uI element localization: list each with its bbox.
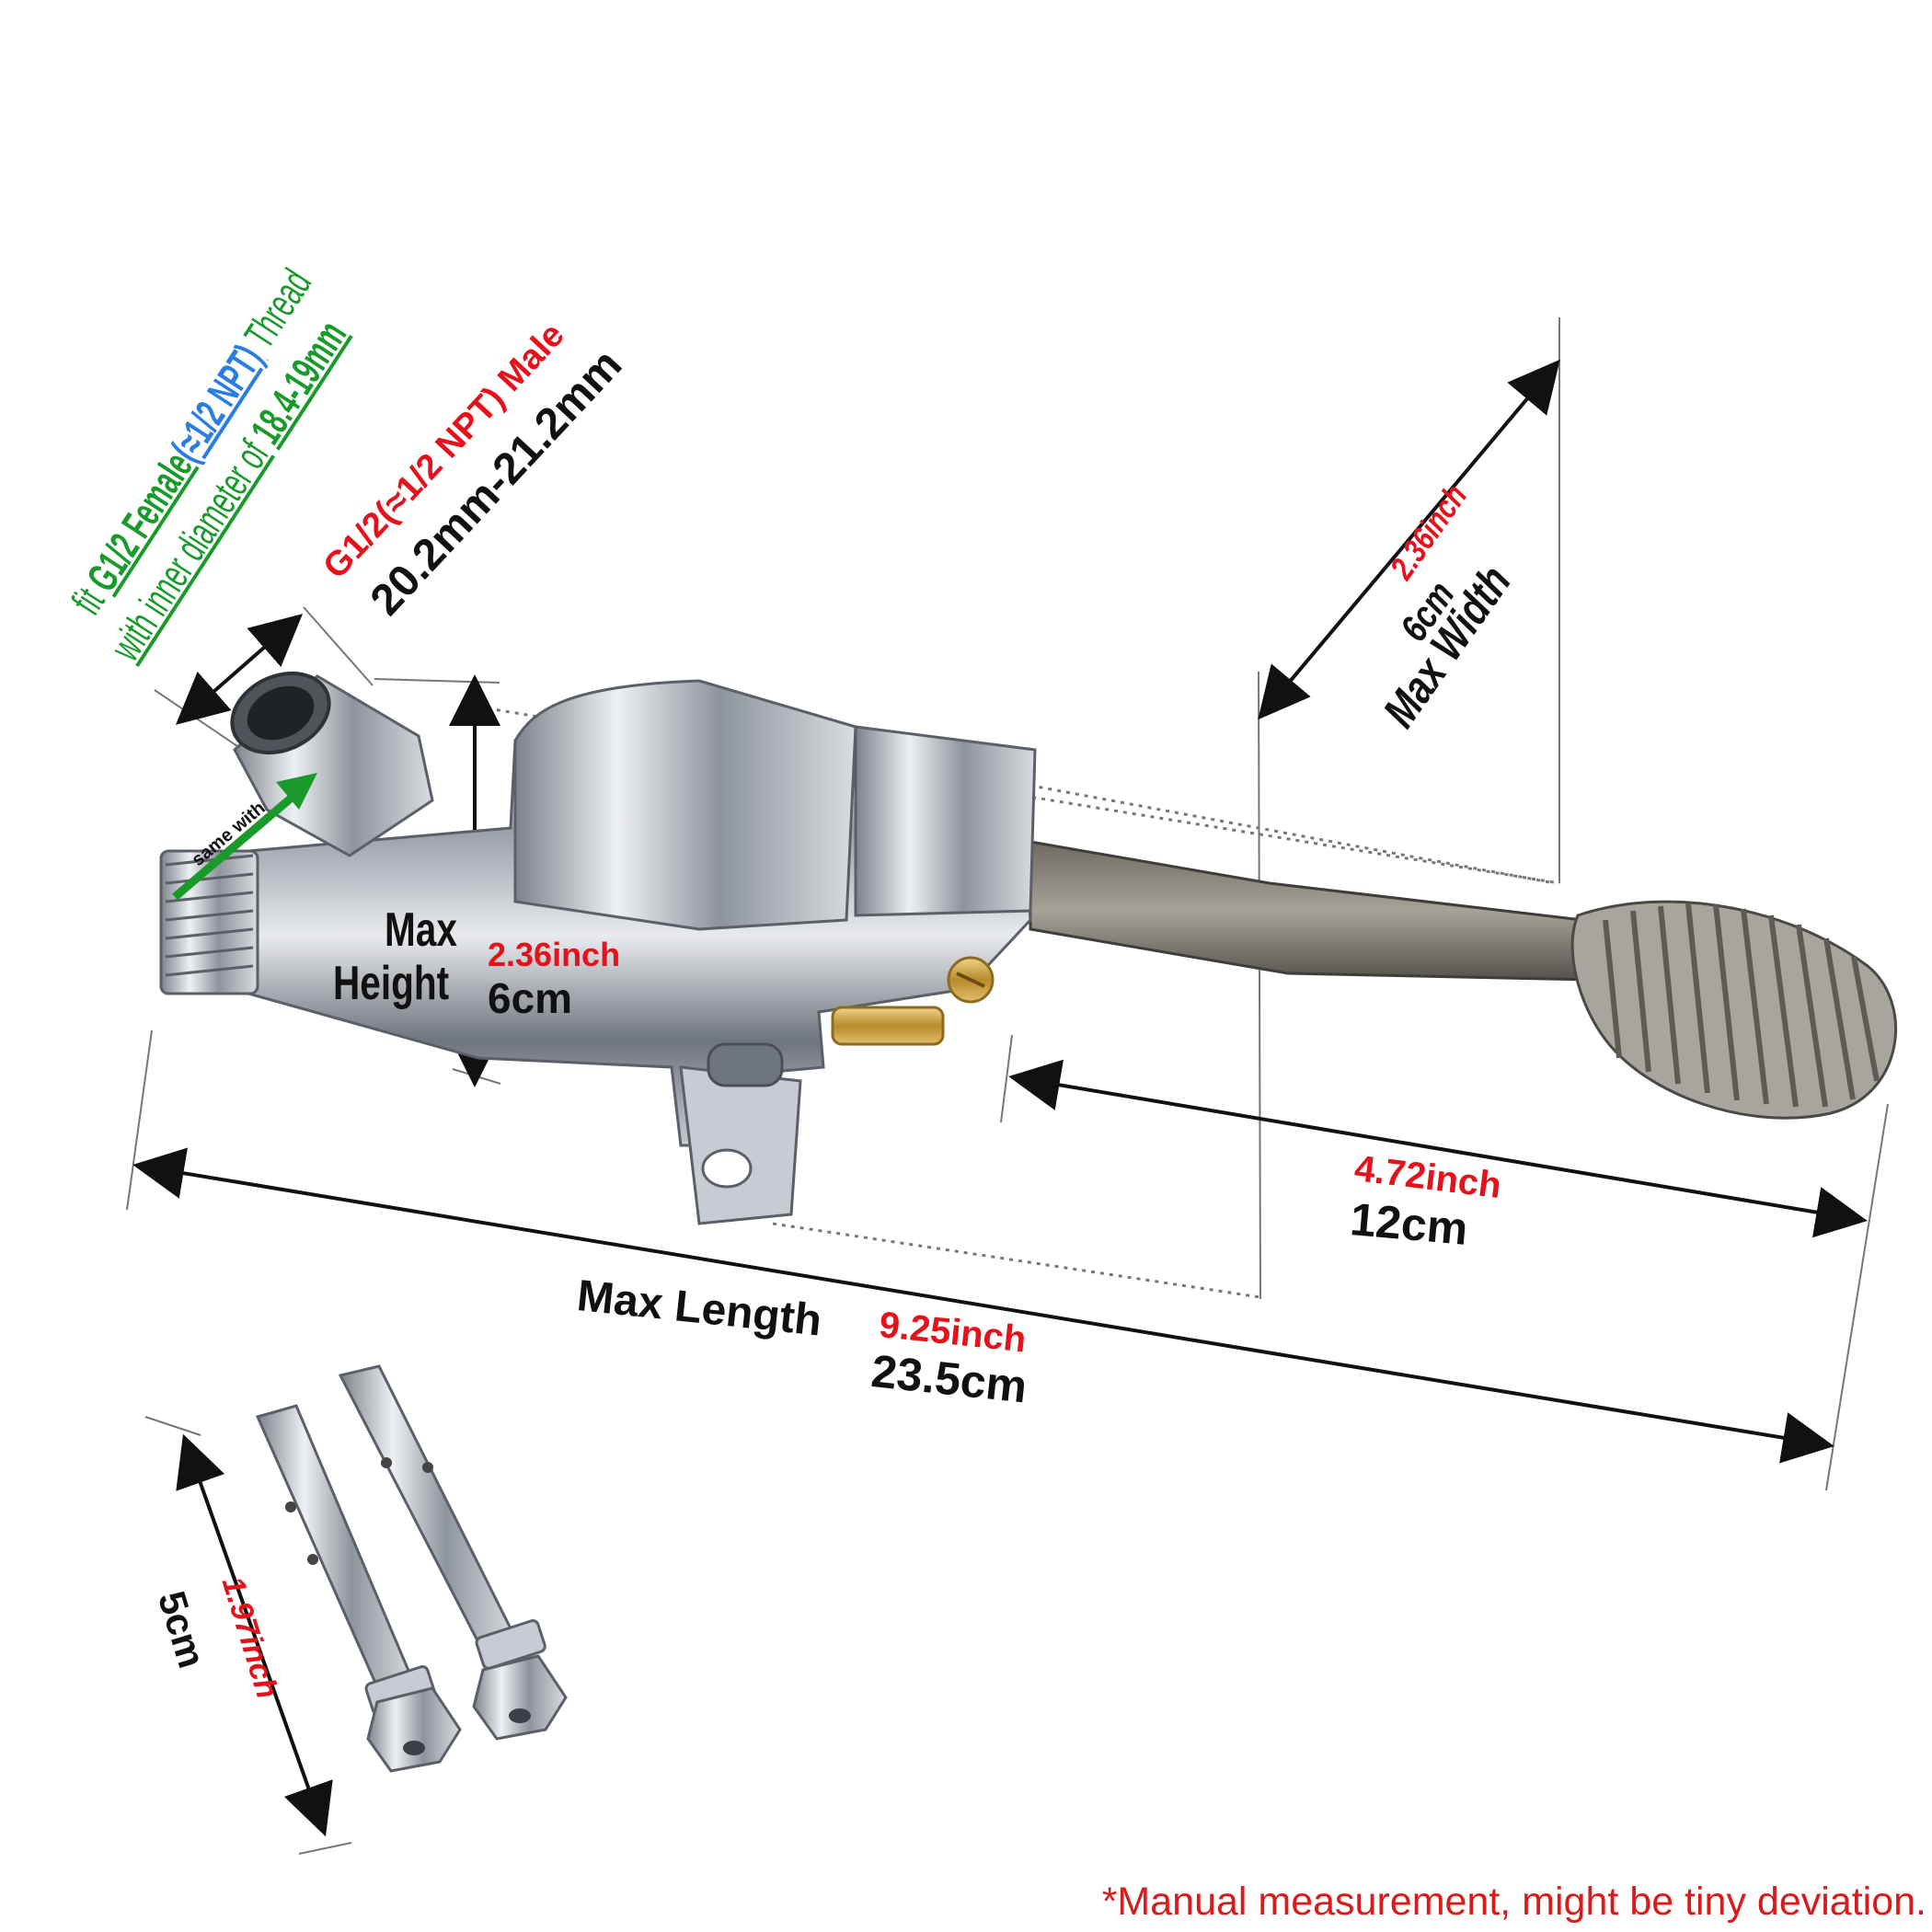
female-outlet-fitting [230, 671, 434, 857]
mounting-tab [679, 1065, 802, 1225]
disclaimer: *Manual measurement, might be tiny devia… [1101, 1880, 1926, 1924]
max-height-label-2: Height [333, 957, 450, 1010]
anchor-bolt-1 [255, 1404, 462, 1773]
max-height-inch: 2.36inch [488, 936, 621, 973]
dimension-arrows [132, 359, 1868, 1837]
brass-plunger [831, 1006, 945, 1046]
pedal-plate [1570, 900, 1897, 1120]
max-height-cm: 6cm [488, 974, 573, 1022]
max-height-label-1: Max [385, 903, 457, 957]
pedal-length-cm: 12cm [1348, 1193, 1470, 1255]
same-with-arrow [172, 773, 317, 901]
lever-arm [1029, 840, 1593, 982]
anchor-bolt-2 [338, 1364, 568, 1741]
